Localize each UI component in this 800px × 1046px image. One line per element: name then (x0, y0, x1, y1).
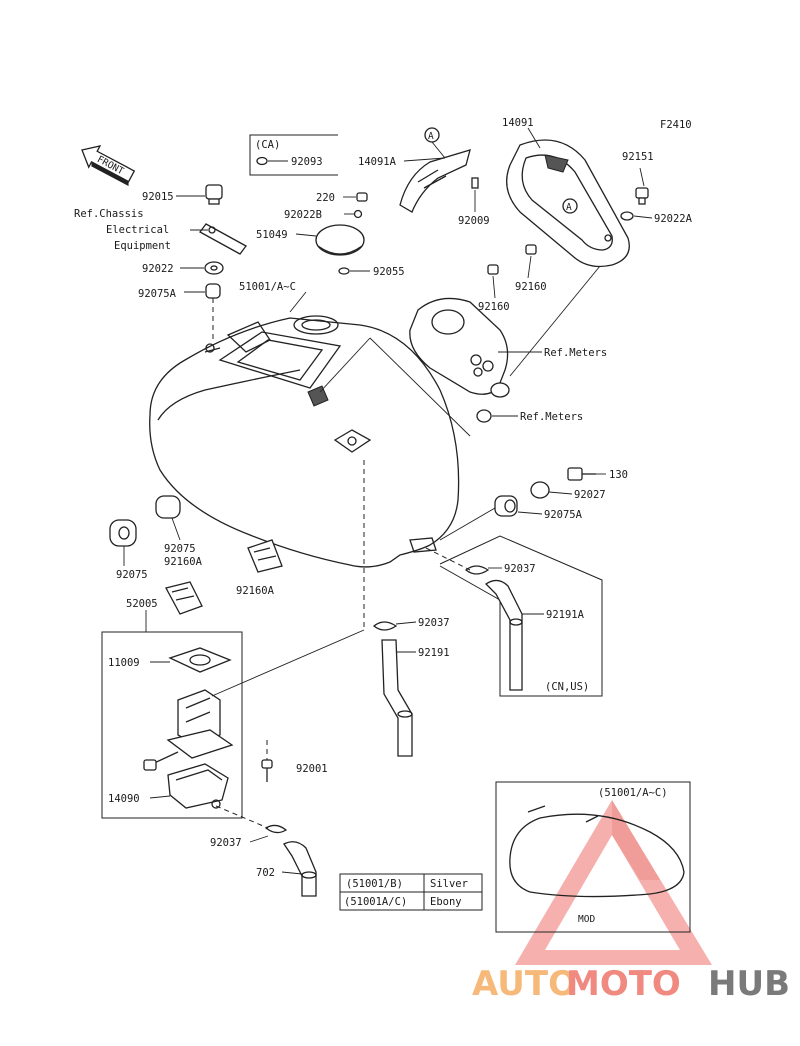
washer-92022B (353, 209, 363, 219)
ref-chassis-3: Equipment (114, 240, 171, 252)
part-14091A: 14091A (358, 156, 397, 168)
grommet-meters (476, 409, 492, 423)
ca-variant-box: (CA) 92093 (249, 134, 338, 176)
part-92151: 92151 (622, 151, 654, 163)
svg-text:A: A (428, 131, 434, 142)
bracket-14091A (399, 149, 471, 213)
part-92075-a: 92075 (164, 543, 196, 555)
damper-92075-a (155, 495, 181, 519)
bolt-92001 (261, 759, 273, 782)
part-92009: 92009 (458, 215, 490, 227)
meter-unit (409, 297, 510, 398)
clamp-92037-b (464, 565, 490, 575)
cn-us-title: (CN,US) (545, 681, 589, 693)
screw-220 (356, 192, 368, 202)
part-92075A-b: 92075A (544, 509, 583, 521)
grommet-92160-b (525, 244, 537, 255)
hose-92191 (381, 639, 413, 757)
part-92160-a: 92160 (478, 301, 510, 313)
ca-box-title: (CA) (255, 139, 280, 151)
svg-text:HUB: HUB (708, 964, 790, 1004)
guard-14090 (167, 763, 229, 809)
color-name-1: Silver (430, 878, 468, 890)
part-92075-b: 92075 (116, 569, 148, 581)
tank-cap-51049 (315, 224, 365, 256)
watermark-text: AUTO MOTO HUB (472, 964, 790, 1004)
damper-92075A-b (494, 495, 518, 517)
oring-92055 (338, 267, 350, 275)
screw-92009 (471, 177, 479, 189)
part-92022A: 92022A (654, 213, 693, 225)
nut-92015 (205, 184, 223, 205)
svg-text:AUTO: AUTO (472, 964, 577, 1004)
svg-text:MOTO: MOTO (566, 964, 681, 1004)
fuel-cock-box (101, 631, 243, 819)
mod-box-title: (51001/A~C) (598, 787, 668, 799)
part-220: 220 (316, 192, 335, 204)
grommet-92160A-b (247, 539, 283, 573)
part-92055: 92055 (373, 266, 405, 278)
mod-box: (51001/A~C) MOD (495, 781, 691, 933)
clip-icon (256, 156, 268, 166)
color-table: (51001/B) Silver (51001A/C) Ebony (339, 873, 483, 911)
part-92075A: 92075A (138, 288, 177, 300)
ref-chassis-2: Electrical (106, 224, 169, 236)
part-92027: 92027 (574, 489, 606, 501)
part-702: 702 (256, 867, 275, 879)
part-52005: 52005 (126, 598, 158, 610)
color-code-2: (51001A/C) (344, 896, 407, 908)
part-92001: 92001 (296, 763, 328, 775)
hose-92191A (484, 579, 523, 691)
bracket-strap (199, 223, 247, 255)
figure-code: F2410 (660, 119, 692, 131)
damper-92075A (205, 283, 221, 299)
damper-92075-b (109, 519, 137, 547)
front-arrow-icon: FRONT (81, 145, 136, 187)
grommet-92160A-a (165, 581, 203, 615)
clamp-92037-a (372, 621, 398, 631)
hose-702 (283, 841, 317, 897)
washer-92022 (204, 261, 224, 275)
color-code-1: (51001/B) (346, 878, 403, 890)
grommet-92160-a (487, 264, 499, 275)
color-name-2: Ebony (430, 896, 462, 908)
watermark-logo-icon (515, 800, 712, 965)
part-92015: 92015 (142, 191, 174, 203)
part-130: 130 (609, 469, 628, 481)
clamp-92037-c (264, 824, 288, 834)
part-92037-b: 92037 (504, 563, 536, 575)
svg-text:A: A (566, 202, 572, 213)
mod-label: MOD (578, 914, 595, 925)
part-92037-c: 92037 (210, 837, 242, 849)
part-14091: 14091 (502, 117, 534, 129)
ref-chassis-1: Ref.Chassis (74, 208, 144, 220)
part-92037-a: 92037 (418, 617, 450, 629)
gasket-11009 (168, 647, 232, 673)
part-92160A-b: 92160A (236, 585, 275, 597)
ref-meters-2: Ref.Meters (520, 411, 583, 423)
bolt-130 (567, 467, 596, 481)
part-92191A: 92191A (546, 609, 585, 621)
part-92022B: 92022B (284, 209, 322, 221)
part-51001: 51001/A~C (239, 281, 296, 293)
fuel-cock-body (143, 689, 234, 771)
part-11009: 11009 (108, 657, 140, 669)
part-51049: 51049 (256, 229, 288, 241)
bolt-92151 (635, 187, 649, 205)
part-92160A-a: 92160A (164, 556, 203, 568)
callout-a-cover (562, 198, 578, 214)
fuel-tank-51001 (149, 315, 460, 568)
part-92191: 92191 (418, 647, 450, 659)
collar-92027 (530, 481, 550, 499)
part-92160-b: 92160 (515, 281, 547, 293)
part-92093: 92093 (291, 156, 323, 168)
part-92022: 92022 (142, 263, 174, 275)
washer-92022A (620, 211, 634, 221)
ref-meters-1: Ref.Meters (544, 347, 607, 359)
part-14090: 14090 (108, 793, 140, 805)
